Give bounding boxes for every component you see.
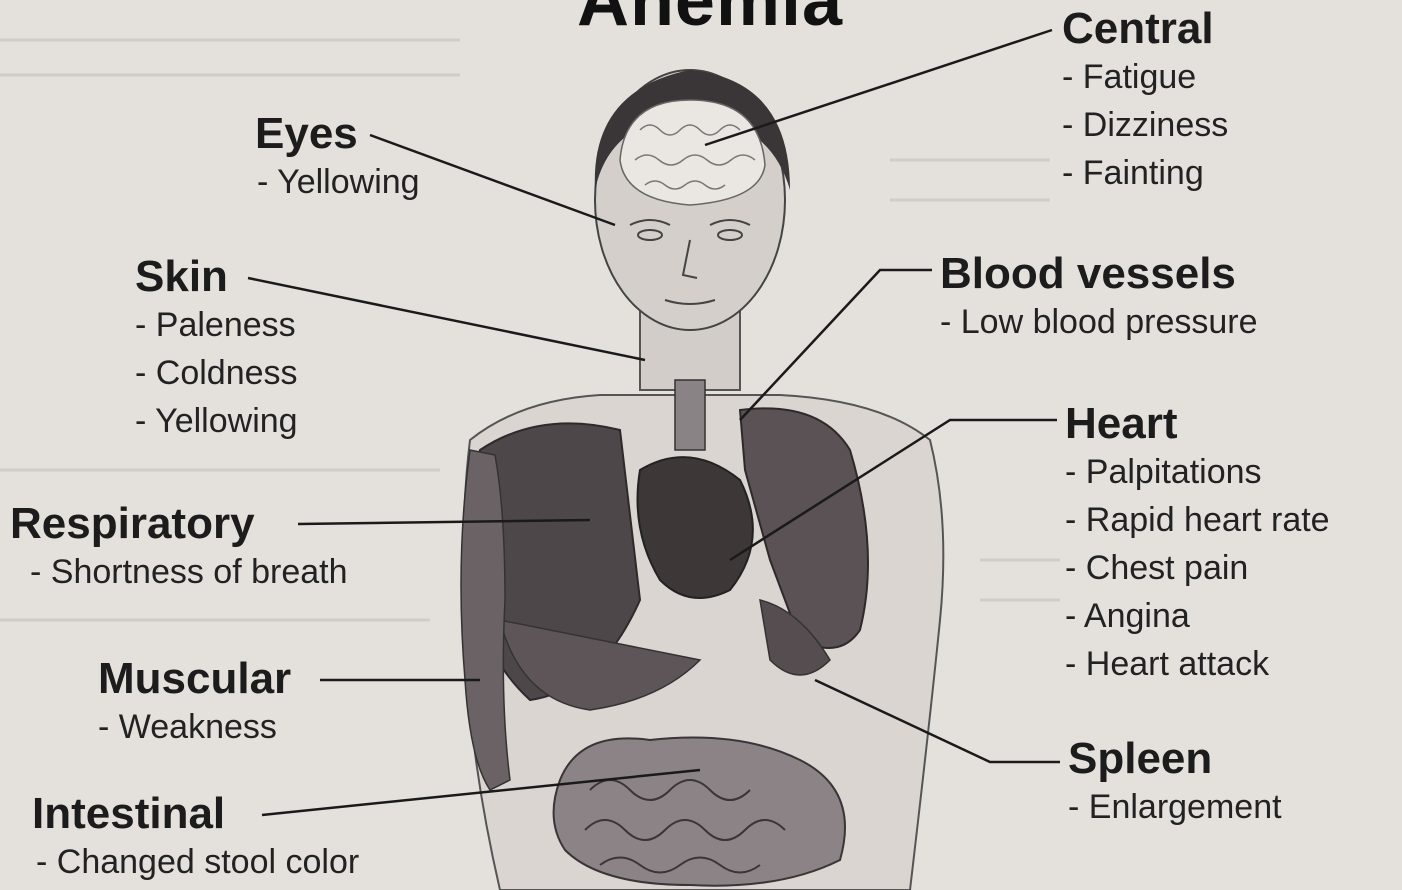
group-central: Central - Fatigue - Dizziness - Fainting: [1062, 5, 1228, 197]
item-blood-vessels-pressure: - Low blood pressure: [940, 298, 1258, 346]
item-heart-palpitations: - Palpitations: [1065, 448, 1330, 496]
item-heart-chest-pain: - Chest pain: [1065, 544, 1330, 592]
item-heart-attack: - Heart attack: [1065, 640, 1330, 688]
heading-skin: Skin: [135, 253, 298, 301]
item-skin-yellowing: - Yellowing: [135, 397, 298, 445]
intestines: [554, 738, 845, 886]
item-intestinal-stool: - Changed stool color: [32, 838, 359, 886]
group-skin: Skin - Paleness - Coldness - Yellowing: [135, 253, 298, 445]
item-respiratory-shortness: - Shortness of breath: [10, 548, 348, 596]
diagram-title: Anemia: [520, 0, 900, 42]
item-central-dizziness: - Dizziness: [1062, 101, 1228, 149]
group-eyes: Eyes - Yellowing: [255, 110, 420, 206]
item-central-fatigue: - Fatigue: [1062, 53, 1228, 101]
item-central-fainting: - Fainting: [1062, 149, 1228, 197]
heading-blood-vessels: Blood vessels: [940, 250, 1258, 298]
item-heart-rapid-rate: - Rapid heart rate: [1065, 496, 1330, 544]
item-skin-paleness: - Paleness: [135, 301, 298, 349]
heading-intestinal: Intestinal: [32, 790, 359, 838]
item-skin-coldness: - Coldness: [135, 349, 298, 397]
group-heart: Heart - Palpitations - Rapid heart rate …: [1065, 400, 1330, 688]
trachea: [675, 380, 705, 450]
heading-eyes: Eyes: [255, 110, 420, 158]
item-heart-angina: - Angina: [1065, 592, 1330, 640]
group-intestinal: Intestinal - Changed stool color: [32, 790, 359, 886]
group-muscular: Muscular - Weakness: [98, 655, 291, 751]
leader-skin: [248, 278, 645, 360]
heading-heart: Heart: [1065, 400, 1330, 448]
heading-spleen: Spleen: [1068, 735, 1282, 783]
heading-respiratory: Respiratory: [10, 500, 348, 548]
group-blood-vessels: Blood vessels - Low blood pressure: [940, 250, 1258, 346]
group-spleen: Spleen - Enlargement: [1068, 735, 1282, 831]
brain: [620, 100, 765, 205]
item-spleen-enlargement: - Enlargement: [1068, 783, 1282, 831]
heading-central: Central: [1062, 5, 1228, 53]
group-respiratory: Respiratory - Shortness of breath: [10, 500, 348, 596]
heading-muscular: Muscular: [98, 655, 291, 703]
item-eyes-yellowing: - Yellowing: [255, 158, 420, 206]
item-muscular-weakness: - Weakness: [98, 703, 291, 751]
leader-central: [705, 30, 1052, 145]
